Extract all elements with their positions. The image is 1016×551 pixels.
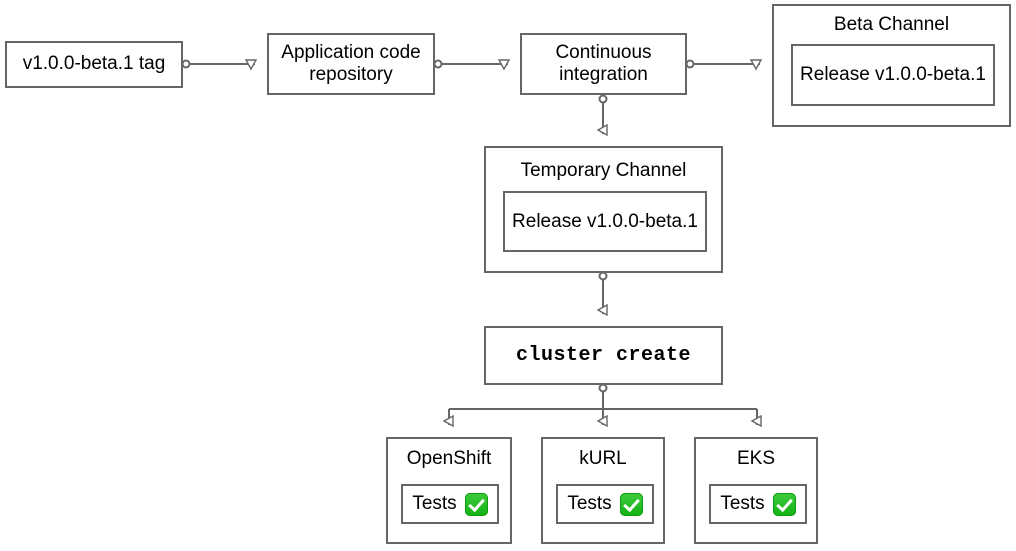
temporary-channel-release-label: Release v1.0.0-beta.1 — [512, 210, 698, 232]
group-openshift[interactable]: OpenShift Tests — [386, 437, 512, 544]
edge-source-dot-temporary — [598, 271, 608, 281]
node-cluster-create[interactable]: cluster create — [484, 326, 723, 385]
edge-source-dot-repo — [433, 59, 443, 69]
beta-channel-release-label: Release v1.0.0-beta.1 — [800, 64, 986, 85]
node-repo-label: Application code repository — [281, 41, 421, 85]
group-kurl[interactable]: kURL Tests — [541, 437, 665, 544]
kurl-tests-box[interactable]: Tests — [556, 484, 654, 524]
node-ci-label: Continuous integration — [555, 41, 652, 85]
edge-source-dot-tag — [181, 59, 191, 69]
node-tag[interactable]: v1.0.0-beta.1 tag — [5, 41, 183, 88]
eks-tests-box[interactable]: Tests — [709, 484, 807, 524]
check-mark-icon — [619, 492, 643, 516]
temporary-channel-release-box[interactable]: Release v1.0.0-beta.1 — [503, 191, 707, 252]
group-eks[interactable]: EKS Tests — [694, 437, 818, 544]
check-mark-icon — [772, 492, 796, 516]
group-kurl-title: kURL — [579, 448, 627, 469]
kurl-tests-label: Tests — [567, 493, 612, 514]
group-temporary-channel-title: Temporary Channel — [520, 160, 687, 181]
node-cluster-create-label: cluster create — [515, 343, 692, 367]
group-temporary-channel[interactable]: Temporary Channel Release v1.0.0-beta.1 — [484, 146, 723, 273]
check-mark-icon — [464, 492, 488, 516]
edge-source-dot-cluster — [598, 383, 608, 393]
group-openshift-title: OpenShift — [406, 448, 492, 469]
openshift-tests-label: Tests — [412, 493, 457, 514]
node-tag-label: v1.0.0-beta.1 tag — [22, 53, 166, 75]
edge-source-dot-ci-right — [685, 59, 695, 69]
node-application-code-repository[interactable]: Application code repository — [267, 33, 435, 95]
eks-tests-label: Tests — [720, 493, 765, 514]
beta-channel-release-box[interactable]: Release v1.0.0-beta.1 — [791, 44, 995, 106]
openshift-tests-box[interactable]: Tests — [401, 484, 499, 524]
group-eks-title: EKS — [736, 448, 776, 469]
group-beta-channel[interactable]: Beta Channel Release v1.0.0-beta.1 — [772, 4, 1011, 127]
node-continuous-integration[interactable]: Continuous integration — [520, 33, 687, 95]
group-beta-channel-title: Beta Channel — [833, 14, 950, 35]
edge-source-dot-ci-bottom — [598, 94, 608, 104]
